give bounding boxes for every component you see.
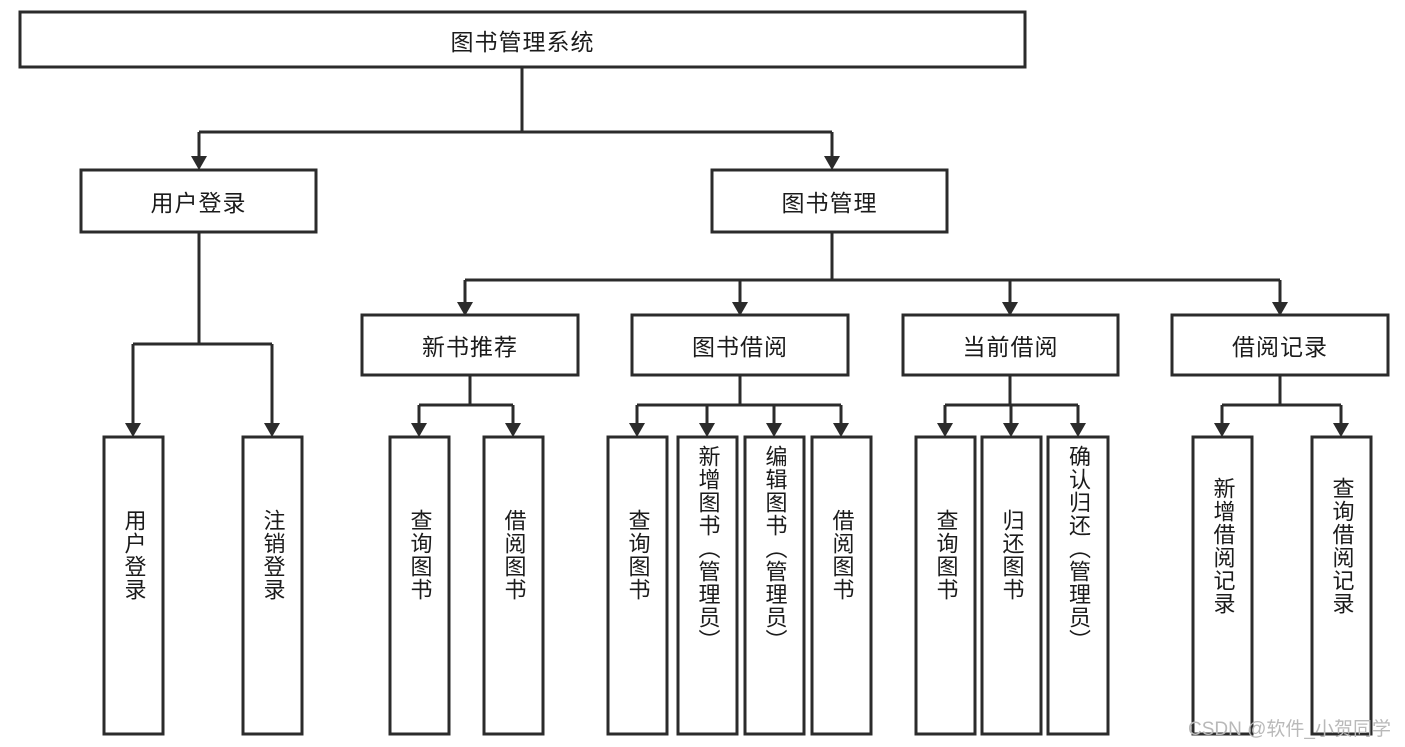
node-box-leaf-query-record[interactable] (1310, 435, 1373, 736)
node-box-borrow-record[interactable] (1170, 313, 1390, 377)
arrow-to-leaf-query-book-3 (937, 423, 953, 437)
arrow-to-borrow-record (1272, 302, 1288, 316)
node-box-leaf-return-book[interactable] (980, 435, 1043, 736)
node-box-leaf-query-book-2[interactable] (606, 435, 669, 736)
arrow-to-leaf-add-record (1214, 423, 1230, 437)
node-box-leaf-user-login[interactable] (102, 435, 165, 736)
connectors-new-book-to-leaves (411, 375, 521, 437)
node-box-leaf-confirm-return[interactable] (1046, 435, 1110, 736)
arrow-to-new-book (457, 302, 473, 316)
arrow-to-leaf-borrow-book-1 (505, 423, 521, 437)
node-box-leaf-query-book-1[interactable] (388, 435, 451, 736)
node-box-user-login[interactable] (79, 168, 318, 234)
node-box-leaf-borrow-book-2[interactable] (810, 435, 873, 736)
connectors-user-login-to-leaves (125, 232, 280, 437)
node-box-current-borrow[interactable] (901, 313, 1120, 377)
arrow-to-leaf-query-book-2 (629, 423, 645, 437)
node-box-book-borrow[interactable] (630, 313, 850, 377)
node-box-new-book-recommend[interactable] (360, 313, 580, 377)
node-box-system[interactable] (18, 10, 1027, 69)
arrow-to-leaf-user-login (125, 423, 141, 437)
arrow-to-book-management (824, 156, 840, 170)
connectors-borrow-record-to-leaves (1214, 375, 1349, 437)
node-box-leaf-edit-book[interactable] (743, 435, 806, 736)
node-box-leaf-logout[interactable] (241, 435, 304, 736)
connectors-book-management-to-level3 (457, 232, 1288, 316)
arrow-to-leaf-confirm-return (1070, 423, 1086, 437)
node-box-leaf-borrow-book-1[interactable] (482, 435, 545, 736)
arrow-to-leaf-logout (264, 423, 280, 437)
node-box-leaf-add-book[interactable] (676, 435, 739, 736)
connectors-root-to-level2 (191, 67, 840, 170)
node-box-leaf-query-book-3[interactable] (914, 435, 977, 736)
node-box-book-management[interactable] (710, 168, 949, 234)
arrow-to-leaf-borrow-book-2 (833, 423, 849, 437)
arrow-to-current-borrow (1002, 302, 1018, 316)
arrow-to-leaf-add-book (699, 423, 715, 437)
connectors-current-borrow-to-leaves (937, 375, 1086, 437)
arrow-to-leaf-query-record (1333, 423, 1349, 437)
arrow-to-leaf-query-book-1 (411, 423, 427, 437)
connectors-book-borrow-to-leaves (629, 375, 849, 437)
arrow-to-leaf-return-book (1003, 423, 1019, 437)
arrow-to-leaf-edit-book (766, 423, 782, 437)
arrow-to-user-login (191, 156, 207, 170)
node-box-leaf-add-record[interactable] (1191, 435, 1254, 736)
arrow-to-book-borrow (732, 302, 748, 316)
